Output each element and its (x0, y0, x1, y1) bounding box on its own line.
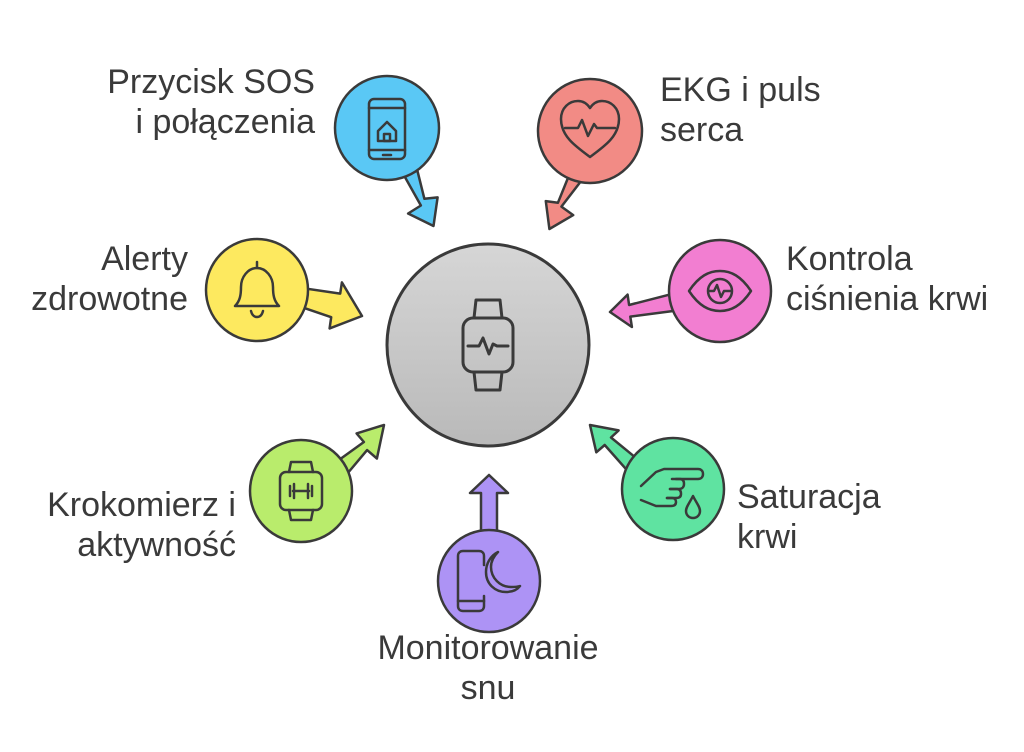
label-saturation-line1: Saturacja (737, 478, 881, 516)
node-saturation (620, 436, 726, 542)
eye-pulse-icon (687, 269, 753, 313)
label-sos-line1: Przycisk SOS (107, 63, 315, 101)
label-ekg: EKG i puls serca (660, 70, 821, 150)
node-pressure (667, 238, 773, 344)
circle-sos (333, 74, 441, 182)
label-sleep: Monitorowanie snu (352, 628, 624, 708)
circle-alerts (204, 237, 310, 343)
label-sos-line2: i połączenia (135, 103, 315, 141)
node-sleep (436, 528, 542, 634)
label-ekg-line1: EKG i puls (660, 71, 821, 109)
fitness-watch-icon (278, 460, 324, 522)
node-alerts (204, 237, 310, 343)
label-saturation-line2: krwi (737, 518, 798, 556)
phone-moon-icon (456, 549, 522, 613)
heart-pulse-icon (559, 99, 621, 159)
label-steps: Krokomierz i aktywność (47, 485, 236, 565)
arrow-pressure (608, 292, 677, 329)
center-node (385, 242, 591, 448)
label-pressure: Kontrola ciśnienia krwi (786, 239, 988, 319)
finger-drop-icon (639, 467, 705, 520)
label-alerts-line1: Alerty (101, 240, 188, 278)
label-steps-line1: Krokomierz i (47, 486, 236, 524)
label-sleep-line2: snu (460, 669, 516, 707)
label-alerts: Alerty zdrowotne (31, 239, 188, 319)
label-sleep-line1: Monitorowanie (377, 629, 599, 667)
label-pressure-line1: Kontrola (786, 240, 913, 278)
node-sos (333, 74, 441, 182)
label-steps-line2: aktywność (77, 526, 236, 564)
label-sos: Przycisk SOS i połączenia (107, 62, 315, 142)
label-alerts-line2: zdrowotne (31, 280, 188, 318)
label-saturation: Saturacja krwi (737, 477, 881, 557)
smartwatch-icon (461, 298, 515, 392)
node-ekg (536, 77, 644, 185)
bell-icon (233, 260, 281, 319)
node-steps (248, 438, 354, 544)
center-circle (385, 242, 591, 448)
label-pressure-line2: ciśnienia krwi (786, 280, 989, 318)
label-ekg-line2: serca (660, 111, 744, 149)
smartphone-home-icon (367, 97, 407, 161)
